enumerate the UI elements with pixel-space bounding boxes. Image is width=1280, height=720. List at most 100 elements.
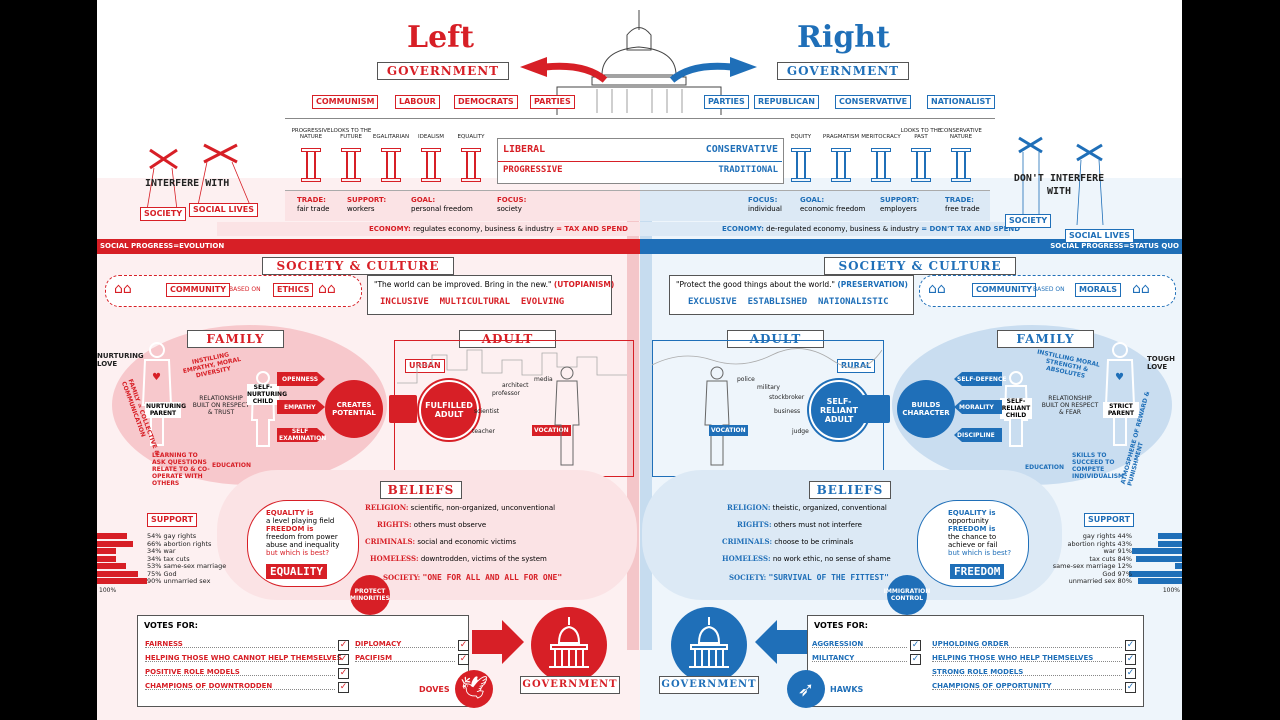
vote-leader (145, 689, 335, 690)
right-government-ribbon: GOVERNMENT (777, 62, 909, 80)
house-icon: ⌂⌂ (928, 281, 946, 297)
trait-arrows-right (954, 372, 1002, 442)
right-support-title: SUPPORT (1084, 513, 1135, 527)
right-title: Right (797, 20, 890, 55)
column-label: LOOKS TO THE PAST (900, 128, 942, 140)
vote-item: HELPING THOSE WHO CANNOT HELP THEMSELVES (145, 654, 342, 662)
support-bar (1138, 578, 1182, 584)
vocation-case-right: VOCATION (709, 425, 748, 436)
checkbox-icon: ✓ (338, 682, 349, 693)
step-item: SUPPORT:workers (347, 196, 387, 213)
community-tag-left: COMMUNITY (166, 283, 231, 297)
community-tag-right: COMMUNITY (972, 283, 1037, 297)
trait-empathy: EMPATHY (284, 404, 316, 411)
conservative-label: CONSERVATIVE (705, 144, 778, 155)
vote-item: POSITIVE ROLE MODELS (145, 668, 240, 676)
belief-religion-left: RELIGION: scientific, non-organized, unc… (365, 503, 556, 512)
vote-leader (932, 661, 1122, 662)
support-bar (97, 533, 127, 539)
right-arrow-box (862, 395, 890, 423)
right-relationship: RELATIONSHIP BUILT ON RESPECT & FEAR (1041, 395, 1099, 416)
party-communism: COMMUNISM (312, 95, 379, 109)
society-tag-right: SOCIETY (1005, 214, 1052, 228)
party-republican: REPUBLICAN (754, 95, 819, 109)
job-stockbroker: stockbroker (769, 394, 805, 401)
support-label: 66% abortion rights (147, 539, 212, 548)
tough-love: TOUGH LOVE (1147, 355, 1176, 371)
support-label: God 97% (1102, 569, 1132, 578)
vote-leader (145, 647, 335, 648)
job-architect: architect (502, 382, 529, 389)
vote-item: MILITANCY (812, 654, 855, 662)
job-scientist: scientist (474, 408, 500, 415)
vote-leader (932, 675, 1122, 676)
vote-item: FAIRNESS (145, 640, 183, 648)
self-reliant-adult-badge: SELF-RELIANT ADULT (809, 380, 869, 440)
support-label: gay rights 44% (1082, 532, 1132, 540)
left-quote-box: "The world can be improved. Bring in the… (367, 275, 614, 315)
doves-label: DOVES (419, 685, 450, 694)
support-label: unmarried sex 80% (1068, 577, 1132, 585)
support-bar (97, 540, 134, 547)
belief-homeless-left: HOMELESS: downtrodden, victims of the sy… (370, 554, 547, 563)
svg-text:♥: ♥ (1115, 372, 1124, 383)
center-divider-left (498, 161, 640, 162)
left-family-ribbon: FAMILY (187, 330, 284, 348)
left-society-ribbon: SOCIETY & CULTURE (262, 257, 454, 275)
checkbox-icon: ✓ (1125, 640, 1136, 651)
party-parties-left: PARTIES (530, 95, 575, 109)
right-gov-ribbon: GOVERNMENT (659, 676, 759, 694)
self-nurturing-child: SELF-NURTURING CHILD (247, 384, 288, 405)
support-bar (97, 570, 139, 577)
morals-tag: MORALS (1075, 283, 1121, 297)
belief-criminals-right: CRIMINALS: choose to be criminals (722, 537, 854, 546)
column-label: IDEALISM (417, 134, 445, 140)
belief-religion-right: RELIGION: theistic, organized, conventio… (727, 503, 887, 512)
strict-parent: STRICT PARENT (1103, 402, 1139, 418)
checkbox-icon: ✓ (338, 668, 349, 679)
right-gov-arrow (752, 620, 807, 669)
traditional-label: TRADITIONAL (718, 165, 778, 175)
child-figure-icon (250, 371, 276, 447)
job-media: media (534, 376, 553, 383)
column-label: CONSERVATIVE NATURE (940, 128, 982, 140)
column-icon (951, 148, 971, 182)
progressive-label: PROGRESSIVE (503, 165, 563, 175)
job-police: police (737, 376, 755, 383)
belief-rights-right: RIGHTS: others must not interfere (737, 520, 862, 529)
center-panel: LIBERAL CONSERVATIVE PROGRESSIVE TRADITI… (497, 138, 784, 184)
nurturing-love: NURTURING LOVE (97, 352, 144, 368)
urban-tag: URBAN (405, 359, 445, 373)
column-icon (791, 148, 811, 182)
creates-potential-badge: CREATES POTENTIAL (325, 380, 383, 438)
right-beliefs-ribbon: BELIEFS (809, 481, 891, 499)
vocation-case-left: VOCATION (532, 425, 571, 436)
support-label: tax cuts 84% (1089, 554, 1132, 563)
columns-row (285, 118, 995, 191)
liberal-label: LIBERAL (503, 144, 546, 155)
dove-icon: 🕊 (455, 670, 493, 708)
vote-leader (145, 661, 335, 662)
right-progress-label: SOCIAL PROGRESS=STATUS QUO (1050, 242, 1179, 250)
job-teacher: teacher (472, 428, 495, 435)
job-military: military (757, 384, 780, 391)
left-gov-ribbon: GOVERNMENT (520, 676, 620, 694)
left-relationship: RELATIONSHIP BUILT ON RESPECT & TRUST (192, 395, 250, 416)
society-tag-left: SOCIETY (140, 207, 187, 221)
protect-minorities-badge: PROTECT MINORITIES (350, 575, 390, 615)
right-quote-box: "Protect the good things about the world… (669, 275, 914, 315)
checkbox-icon: ✓ (458, 640, 469, 651)
rural-hills (652, 348, 882, 369)
column-label: PRAGMATISM (822, 134, 860, 140)
nurturing-parent: NURTURING PARENT (145, 402, 187, 418)
vote-leader (812, 661, 907, 662)
vote-item: PACIFISM (355, 654, 393, 662)
left-capitol-icon (531, 607, 607, 683)
party-labour: LABOUR (395, 95, 440, 109)
step-item: TRADE:fair trade (297, 196, 330, 213)
column-label: EQUITY (790, 134, 812, 140)
trait-discipline: DISCIPLINE (957, 432, 995, 439)
step-item: TRADE:free trade (945, 196, 980, 213)
